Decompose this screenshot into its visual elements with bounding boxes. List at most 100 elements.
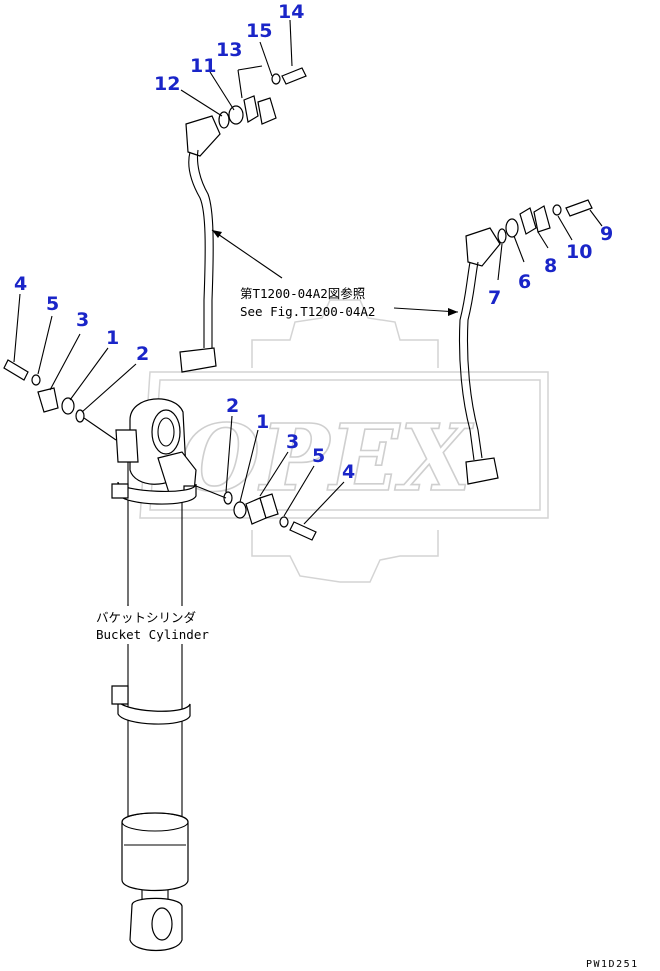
pipe-right-top-flange <box>465 227 501 267</box>
leader-2-center <box>225 415 233 493</box>
leader-7 <box>497 243 503 281</box>
split-flange-3b-center <box>259 493 279 519</box>
band-clamp-lower <box>111 685 129 705</box>
pipe-left-tube-a <box>188 151 206 348</box>
cylinder-label-bg <box>92 606 222 644</box>
o-ring-2-left <box>75 409 85 423</box>
callout-12: 12 <box>154 73 180 95</box>
callout-7: 7 <box>488 287 501 309</box>
leader-6 <box>513 235 525 263</box>
leader-5-left <box>37 315 53 375</box>
ref-arrowhead-left <box>212 230 222 238</box>
cylinder-eye-bore-inner <box>157 417 175 447</box>
pipe-right-tube-b <box>466 261 483 459</box>
leader-13b <box>237 65 263 71</box>
pipe-right-bottom-flange <box>465 457 499 485</box>
split-flange-3-left <box>37 387 59 413</box>
seal-6 <box>505 218 519 238</box>
fittings-left <box>3 359 85 423</box>
leader-1-center <box>239 429 259 503</box>
callout-1-left: 1 <box>106 327 119 349</box>
bolt-14 <box>281 67 307 85</box>
callout-2-center: 2 <box>226 395 239 417</box>
leader-center-to-port <box>195 485 227 499</box>
ref-arrow-right <box>393 307 459 313</box>
washer-15 <box>271 73 281 85</box>
leader-5-center <box>283 465 315 517</box>
leader-11 <box>209 71 235 111</box>
seal-11 <box>228 105 244 125</box>
leader-2-left <box>81 363 137 413</box>
reference-note-en: See Fig.T1200-04A2 <box>240 304 375 319</box>
cylinder-port-right <box>157 451 197 497</box>
opex-watermark: OPEX <box>139 299 549 583</box>
callout-4-left: 4 <box>14 273 27 295</box>
reference-note-ja: 第T1200-04A2図参照 <box>240 286 365 301</box>
fittings-center <box>223 491 317 541</box>
leader-15 <box>259 41 273 77</box>
leader-1-left <box>69 347 109 401</box>
callout-3-left: 3 <box>76 309 89 331</box>
bolt-9 <box>565 199 593 217</box>
cylinder-label-en: Bucket Cylinder <box>96 627 209 642</box>
callout-9: 9 <box>600 223 613 245</box>
leader-4-left <box>13 293 21 363</box>
cylinder-band-upper <box>117 481 197 505</box>
callout-14: 14 <box>278 1 304 23</box>
watermark-gear-top <box>251 299 439 368</box>
callout-6: 6 <box>518 271 531 293</box>
washer-5-center <box>279 516 289 528</box>
leader-3-center <box>259 451 289 497</box>
leader-8 <box>537 231 549 249</box>
leader-left-to-port <box>83 417 117 441</box>
fittings-right <box>497 199 593 244</box>
split-flange-13a <box>243 95 259 123</box>
callout-2-left: 2 <box>136 343 149 365</box>
callouts-top: 12 11 13 15 14 <box>154 1 304 95</box>
callout-1-center: 1 <box>256 411 269 433</box>
bolt-4-left <box>3 359 29 381</box>
callout-3-center: 3 <box>286 431 299 453</box>
leader-lines <box>13 19 603 612</box>
leader-13a <box>237 69 243 99</box>
gland-top <box>121 812 189 832</box>
pipe-left <box>179 115 221 373</box>
cylinder-band-lower <box>117 699 191 725</box>
seal-1-center <box>233 501 247 519</box>
callout-8: 8 <box>544 255 557 277</box>
leader-14 <box>289 19 293 67</box>
leader-9 <box>589 209 603 227</box>
callouts-right: 7 6 8 10 9 <box>488 223 613 309</box>
leader-4-center <box>303 481 345 525</box>
ref-arrow-left <box>211 229 283 279</box>
callout-11: 11 <box>190 55 216 77</box>
callout-15: 15 <box>246 20 272 42</box>
callout-5-left: 5 <box>46 293 59 315</box>
leader-12 <box>180 89 223 117</box>
fittings-top <box>218 67 307 129</box>
split-flange-8b <box>533 205 551 233</box>
rod-eye-bore <box>151 907 173 941</box>
drawing-code: PW1D251 <box>586 959 639 970</box>
pipe-left-tube-b <box>196 149 214 350</box>
callout-4-center: 4 <box>342 461 355 483</box>
washer-5-left <box>31 374 41 386</box>
ref-arrowhead-right <box>448 308 458 316</box>
cylinder-gland <box>121 812 189 892</box>
callouts-left: 4 5 3 1 2 <box>14 273 149 365</box>
leader-3-left <box>49 333 81 391</box>
pipe-right <box>458 227 501 485</box>
pipe-left-bottom-flange <box>179 347 217 373</box>
split-flange-8a <box>519 207 537 235</box>
watermark-gear-bottom <box>251 530 439 583</box>
pipe-right-tube-a <box>458 261 475 461</box>
callouts-center: 2 1 3 5 4 <box>226 395 355 483</box>
leader-10 <box>557 215 573 241</box>
split-flange-13b <box>257 97 277 125</box>
seal-1-left <box>61 397 75 415</box>
washer-10 <box>552 204 562 216</box>
pipe-left-top-flange <box>185 115 221 157</box>
bucket-cylinder <box>111 398 197 951</box>
o-ring-2-center <box>223 491 233 505</box>
